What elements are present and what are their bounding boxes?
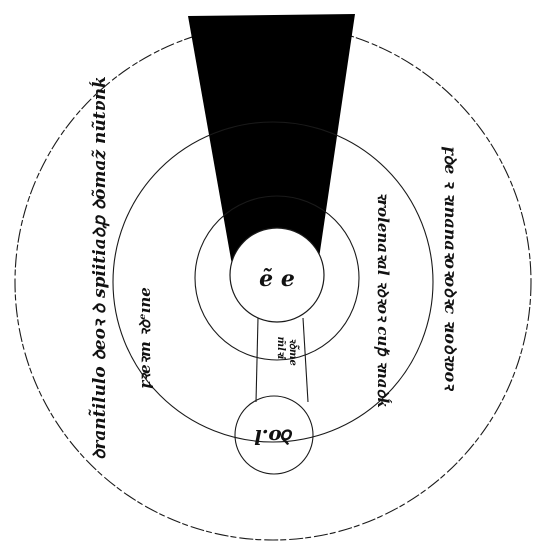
column-right-line <box>303 318 308 402</box>
earth-label: ẽ e <box>259 266 295 292</box>
outer-band-left-text: ꝺrant̃ilulo ꝺeoꝛ ꝺ spiitiaꝺꝓ ꝺõmaz̃ nũtɐ… <box>88 76 110 460</box>
column-left-line <box>256 318 258 402</box>
column-label-2: ꝛꝺ̃me <box>287 338 300 366</box>
column-label-1: m̃lꝛi <box>275 337 286 360</box>
outer-band-right-text: ꝼꝺe ꝛ ꝛınanaꝛoꝛoꝺꝛc ꝛıoꝺꝛɐoꝛ <box>441 146 460 392</box>
middle-band-right-text: ꝛrolenaꝛal ꝛꝺꝛoꝛ cuꝥ ꝛnaꝺḱ <box>374 192 392 408</box>
middle-band-left-text: ꝼꝛeꝛm ꝛꝺᵉıne <box>136 287 154 389</box>
sun-label: ꝺo.l <box>254 425 294 449</box>
